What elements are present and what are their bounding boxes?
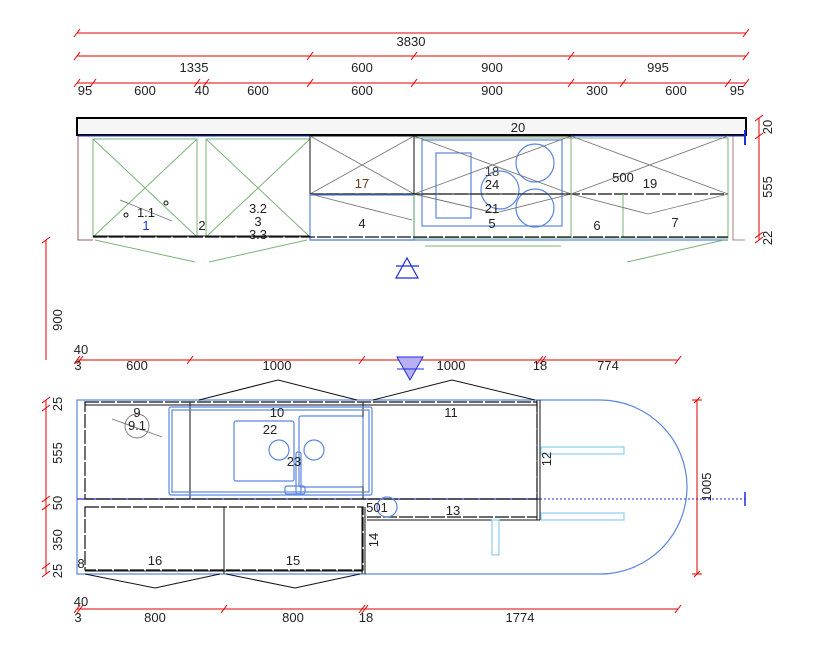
dim-part: 600: [351, 83, 373, 98]
dim-part: 95: [730, 83, 744, 98]
label-16: 16: [148, 553, 162, 568]
label-5: 5: [488, 216, 495, 231]
label-15: 15: [286, 553, 300, 568]
view-marker-icon: [394, 256, 420, 279]
label-14: 14: [366, 533, 381, 547]
dim-left: 350: [50, 529, 65, 551]
dim-right: 22: [760, 231, 775, 245]
label-18: 18: [485, 164, 499, 179]
worktop: [76, 117, 747, 136]
dim-group: 995: [647, 60, 669, 75]
dim-right: 20: [760, 120, 775, 134]
dim-bottom: 40: [74, 594, 88, 609]
dim-top: 3: [74, 358, 81, 373]
dim-group: 600: [351, 60, 373, 75]
dim-part: 95: [78, 83, 92, 98]
label-17: 17: [355, 176, 369, 191]
dim-left: 25: [50, 564, 65, 578]
label-22: 22: [263, 422, 277, 437]
label-13: 13: [446, 503, 460, 518]
dim-top: 18: [533, 358, 547, 373]
dim-part: 600: [665, 83, 687, 98]
dim-top: 774: [597, 358, 619, 373]
dim-part: 300: [586, 83, 608, 98]
dim-bottom: 18: [359, 610, 373, 625]
label-3-2: 3.2: [249, 201, 267, 216]
dim-top: 1000: [437, 358, 466, 373]
label-1-1: 1.1: [137, 205, 155, 220]
label-6: 6: [593, 218, 600, 233]
label-23: 23: [287, 454, 301, 469]
label-12: 12: [539, 452, 554, 466]
label-11: 11: [444, 405, 458, 420]
dim-left: 50: [50, 496, 65, 510]
label-7: 7: [671, 215, 678, 230]
dim-group: 1335: [180, 60, 209, 75]
dim-bottom: 3: [74, 610, 81, 625]
dim-top: 1000: [263, 358, 292, 373]
worktop-label: 20: [511, 120, 525, 135]
label-21: 21: [485, 201, 499, 216]
label-9-1: 9.1: [128, 418, 146, 433]
dim-bottom: 800: [282, 610, 304, 625]
plan-view: 9 9.1 10 11 22 23 12 501 13 14 8 16 15 2…: [41, 379, 746, 589]
dim-group: 900: [481, 60, 503, 75]
view-direction-marker-icon: [396, 356, 424, 382]
label-1: 1: [142, 218, 149, 233]
label-24: 24: [485, 177, 499, 192]
label-19: 19: [643, 176, 657, 191]
elevation-dimensions: 3830 1335 600 900 995 95 600 40 600 600 …: [73, 28, 750, 98]
label-9: 9: [133, 405, 140, 420]
plan-top-dimensions: 40 3 600 1000 1000 18 774: [73, 342, 682, 382]
dim-depth-1005: 1005: [699, 473, 714, 502]
label-10: 10: [270, 405, 284, 420]
label-500: 500: [612, 170, 634, 185]
plan-bottom-dimensions: 40 3 800 800 18 1774: [73, 594, 682, 625]
label-3: 3: [254, 214, 261, 229]
dim-left: 555: [50, 442, 65, 464]
label-2: 2: [198, 218, 205, 233]
dim-part: 900: [481, 83, 503, 98]
label-8: 8: [77, 556, 84, 571]
dim-height-900: 900: [50, 309, 65, 331]
dim-right: 555: [760, 176, 775, 198]
dim-total: 3830: [397, 34, 426, 49]
dim-left: 25: [50, 397, 65, 411]
dim-top: 40: [74, 342, 88, 357]
label-501: 501: [366, 500, 388, 515]
label-4: 4: [358, 216, 365, 231]
dim-top: 600: [126, 358, 148, 373]
dim-part: 600: [134, 83, 156, 98]
label-3-3: 3.3: [249, 227, 267, 242]
dim-part: 40: [195, 83, 209, 98]
dim-bottom: 800: [144, 610, 166, 625]
elevation-view: 20: [41, 114, 775, 360]
dim-part: 600: [247, 83, 269, 98]
dim-bottom: 1774: [506, 610, 535, 625]
